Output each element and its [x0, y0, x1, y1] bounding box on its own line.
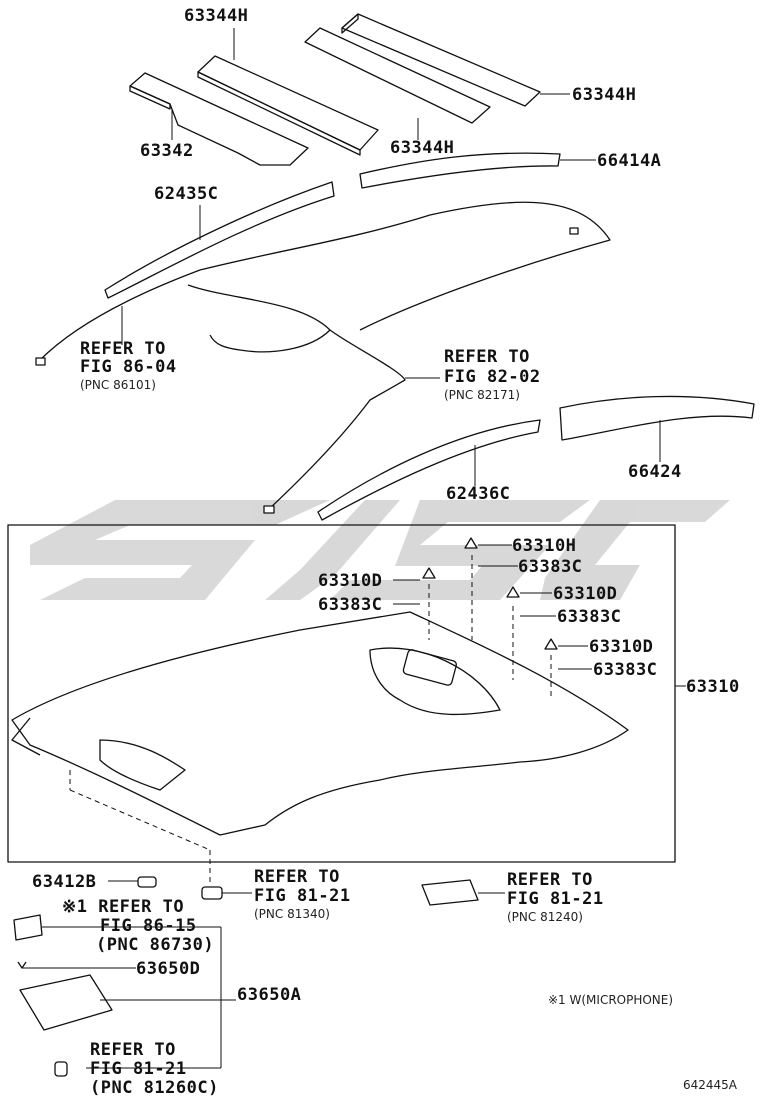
label-62436c[interactable]: 62436C [446, 484, 511, 504]
ref6-pnc: (PNC 81260C) [90, 1078, 219, 1098]
ref2-refer[interactable]: REFER TO [444, 347, 530, 367]
ref5-fig[interactable]: FIG 86-15 [100, 916, 197, 936]
label-63310d-a[interactable]: 63310D [318, 571, 383, 591]
label-63310[interactable]: 63310 [686, 677, 740, 697]
ref3-fig[interactable]: FIG 81-21 [254, 886, 351, 906]
label-63650d[interactable]: 63650D [136, 959, 201, 979]
label-66424[interactable]: 66424 [628, 462, 682, 482]
ref5-pnc: (PNC 86730) [96, 935, 215, 955]
microphone-note: ※1 W(MICROPHONE) [548, 993, 674, 1007]
ref1-fig[interactable]: FIG 86-04 [80, 357, 177, 377]
ref3-pnc: (PNC 81340) [254, 907, 330, 921]
label-63344h-mid[interactable]: 63344H [390, 138, 455, 158]
ref2-fig[interactable]: FIG 82-02 [444, 367, 541, 387]
label-63310d-b[interactable]: 63310D [553, 584, 618, 604]
ref5-refer[interactable]: ※1 REFER TO [62, 897, 185, 917]
ref4-pnc: (PNC 81240) [507, 910, 583, 924]
label-66414a[interactable]: 66414A [597, 151, 662, 171]
label-63310h[interactable]: 63310H [512, 536, 577, 556]
label-63383c-d[interactable]: 63383C [593, 660, 658, 680]
ref4-refer[interactable]: REFER TO [507, 870, 593, 890]
label-63310d-c[interactable]: 63310D [589, 637, 654, 657]
label-63650a[interactable]: 63650A [237, 985, 302, 1005]
figure-id: 642445A [683, 1078, 738, 1092]
ref2-pnc: (PNC 82171) [444, 388, 520, 402]
ref4-fig[interactable]: FIG 81-21 [507, 889, 604, 909]
ref1-refer[interactable]: REFER TO [80, 339, 166, 359]
ref6-refer[interactable]: REFER TO [90, 1040, 176, 1060]
label-63342[interactable]: 63342 [140, 141, 194, 161]
label-63383c-c[interactable]: 63383C [557, 607, 622, 627]
ref3-refer[interactable]: REFER TO [254, 867, 340, 887]
label-63383c-a[interactable]: 63383C [518, 557, 583, 577]
ref6-fig[interactable]: FIG 81-21 [90, 1059, 187, 1079]
label-62435c[interactable]: 62435C [154, 184, 219, 204]
label-63412b[interactable]: 63412B [32, 872, 97, 892]
ref1-pnc: (PNC 86101) [80, 378, 156, 392]
label-63344h-right[interactable]: 63344H [572, 85, 637, 105]
label-63344h-top[interactable]: 63344H [184, 6, 249, 26]
label-63383c-b[interactable]: 63383C [318, 595, 383, 615]
